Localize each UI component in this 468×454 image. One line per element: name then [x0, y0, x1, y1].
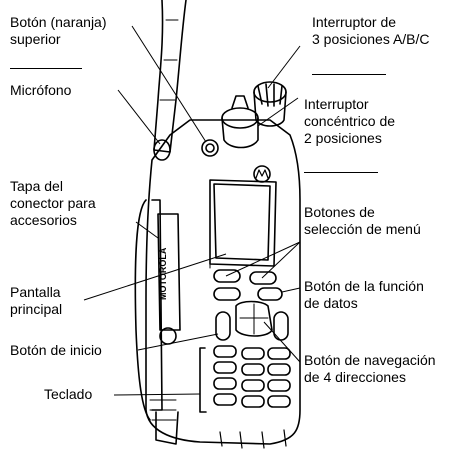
label-data-feature-button: Botón de la función de datos: [304, 278, 424, 311]
home-button: [215, 311, 231, 341]
label-accessory-cover: Tapa del conector para accesorios: [10, 178, 96, 228]
nav-pad: [235, 300, 273, 337]
data-feature-button: [257, 287, 283, 301]
blank-line-abc-switch: [312, 74, 386, 75]
abc-switch-knob: [253, 81, 287, 127]
label-home-button: Botón de inicio: [10, 342, 102, 358]
antenna: [153, 0, 187, 153]
blank-line-top-button: [10, 68, 82, 69]
radio-body: [145, 119, 301, 445]
label-nav-button: Botón de navegación de 4 direcciones: [304, 352, 436, 385]
label-main-display: Pantalla principal: [10, 284, 63, 317]
label-concentric-switch: Interruptor concéntrico de 2 posiciones: [304, 96, 396, 146]
accessory-connector-cover: [157, 213, 181, 331]
label-microphone: Micrófono: [10, 82, 72, 98]
brand-text: MOTOROLA: [158, 247, 168, 300]
menu-button-left: [213, 269, 241, 283]
blank-line-concentric-switch: [304, 172, 378, 173]
side-grip: [134, 199, 151, 421]
leader-lines: [83, 25, 301, 396]
menu-button-right: [249, 271, 277, 285]
microphone-grille: [153, 139, 171, 161]
motorola-logo-icon: [253, 165, 271, 183]
label-keypad: Teclado: [44, 386, 93, 402]
top-button: [201, 139, 219, 157]
keypad: [213, 345, 291, 408]
label-menu-select-buttons: Botones de selección de menú: [304, 204, 421, 237]
label-abc-switch: Interruptor de 3 posiciones A/B/C: [312, 14, 430, 47]
main-display: [213, 183, 271, 261]
label-top-button: Botón (naranja) superior: [10, 14, 107, 47]
concentric-switch-knob: [221, 95, 259, 149]
